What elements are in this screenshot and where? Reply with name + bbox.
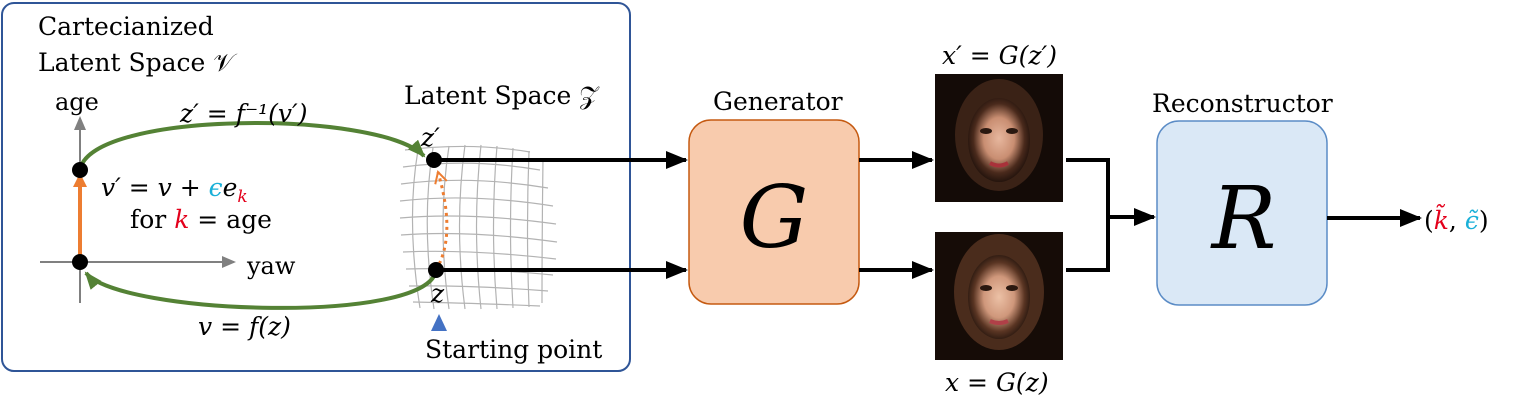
start-label: Starting point — [425, 335, 602, 364]
shift-eq-lhs: v′ = v + — [101, 173, 209, 202]
z-space-title: Latent Space 𝒵 — [404, 81, 600, 110]
output-k-tilde: k̃ — [1434, 204, 1449, 235]
face-image-bottom — [935, 232, 1063, 360]
merge-connector — [1066, 158, 1110, 272]
for-prefix: for — [130, 205, 174, 234]
z-label: z — [430, 279, 445, 308]
bottom-image-label: x = G(z) — [945, 368, 1049, 397]
point-v — [72, 254, 88, 270]
output-comma: , — [1449, 206, 1465, 235]
forward-map-arrow — [84, 269, 438, 310]
face-image-top — [935, 74, 1063, 202]
inverse-map-arrow — [78, 121, 426, 171]
for-k-age: for k = age — [130, 205, 272, 234]
shift-eq-e: e — [223, 173, 238, 202]
latent-path-arrow — [436, 172, 449, 271]
point-v-prime — [72, 162, 88, 178]
output-open: ( — [1424, 206, 1434, 235]
shift-eq-eps: ϵ — [209, 173, 223, 202]
output-close: ) — [1479, 206, 1489, 235]
z-prime-label: z′ — [420, 123, 440, 152]
shift-eq-k: k — [237, 187, 247, 207]
top-image-label: x′ = G(z′) — [942, 41, 1057, 70]
inverse-map-label: z′ = f⁻¹(v′) — [179, 99, 307, 128]
for-suffix: = age — [189, 205, 272, 234]
cart-title-line2: Latent Space 𝒱 — [38, 48, 238, 77]
latent-panel — [1, 2, 631, 372]
age-axis-label: age — [55, 88, 99, 116]
reconstructor-title: Reconstructor — [1152, 89, 1333, 118]
forward-map-label: v = f(z) — [198, 312, 291, 341]
output-label: (k̃, ϵ̃) — [1424, 204, 1489, 235]
yaw-axis-label: yaw — [246, 252, 296, 280]
generator-symbol: G — [740, 168, 809, 268]
for-k: k — [174, 205, 189, 234]
shift-equation: v′ = v + ϵek — [101, 173, 248, 207]
cart-title-line1: Cartecianized — [38, 12, 214, 41]
generator-title: Generator — [713, 87, 843, 116]
reconstructor-symbol: R — [1210, 169, 1277, 269]
start-marker — [431, 314, 447, 331]
reconstructor-box — [1156, 120, 1328, 306]
output-eps-tilde: ϵ̃ — [1465, 206, 1479, 235]
generator-box — [688, 119, 860, 305]
